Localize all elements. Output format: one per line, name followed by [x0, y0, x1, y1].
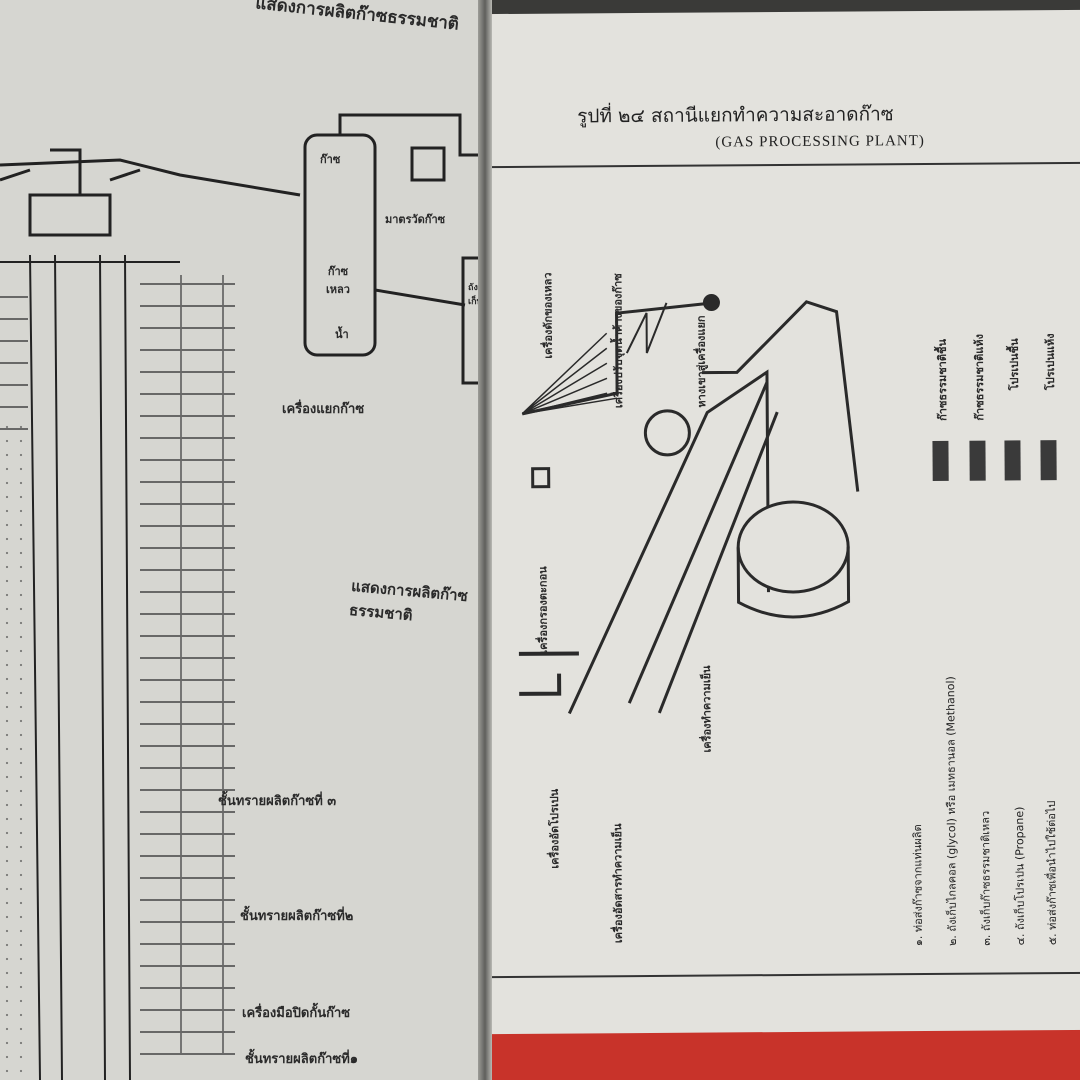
flowline-pipe [0, 158, 301, 197]
label-contactor: เครื่องปรับจุดน้ำค้างของก๊าซ [611, 273, 626, 409]
label-slug-catcher: เครื่องดักของเหลว [541, 272, 555, 359]
label-cooler: เครื่องทำความเย็น [699, 665, 714, 753]
legend-label: ก๊าซธรรมชาติชื้น [935, 339, 950, 421]
figure-subtitle: (GAS PROCESSING PLANT) [715, 133, 925, 151]
note-item: ๓. ถังเก็บก๊าซธรรมชาติเหลว [979, 810, 993, 946]
legend-swatch [932, 440, 949, 481]
note-item: ๑. ท่อส่งก๊าซจากแท่นผลิต [911, 824, 925, 947]
label-separator: เครื่องแยกก๊าซ [282, 402, 365, 417]
book-gutter [478, 0, 492, 1080]
figure-title: รูปที่ ๒๔ สถานีแยกทำความสะอาดก๊าซ [577, 103, 894, 128]
label-liquid: ก๊าซ เหลว [326, 265, 350, 296]
legend-swatch [1004, 440, 1021, 481]
label-compressor: เครื่องอัดโปรเปน [547, 788, 562, 869]
note-item: ๔. ถังเก็บโปรเปน (Propane) [1012, 806, 1027, 946]
legend-label: โปรเปนแห้ง [1043, 333, 1058, 391]
label-water: น้ำ [335, 328, 349, 341]
title-rule [485, 161, 1080, 169]
label-chiller: เครื่องอัดสารทำความเย็น [611, 823, 625, 944]
bottom-rule [491, 971, 1080, 979]
label-filter: เครื่องกรองตะกอน [536, 566, 550, 654]
rock-strata [140, 275, 235, 1055]
sand-layer [0, 420, 30, 1080]
label-gas: ก๊าซ [320, 153, 341, 166]
label-gas-meter: มาตรวัดก๊าซ [385, 213, 446, 226]
lpg-tank [736, 500, 851, 619]
note-item: ๒. ถังเก็บไกลคอล (glycol) หรือ เมทธานอล … [944, 676, 959, 946]
legend-swatch [969, 440, 986, 481]
well-casing [29, 254, 131, 1080]
label-exchanger: หางเขาสู่เครื่องแยก [694, 315, 709, 408]
rock-strata-left [0, 280, 28, 430]
legend-label: โปรเปนชื้น [1007, 338, 1022, 391]
label-packer: เครื่องมือปิดกั้นก๊าซ [242, 1006, 351, 1021]
slug-catcher [521, 332, 618, 415]
label-layer2: ชั้นทรายผลิตก๊าซที่๒ [240, 909, 354, 924]
gas-plant-diagram [518, 294, 860, 715]
label-storage: ถังเก็บ [468, 283, 483, 307]
left-page: แสดงการผลิตก๊าซธรรมชาติ ก๊าซ มาตรวัดก๊าซ… [0, 0, 490, 1080]
note-item: ๕. ท่อส่งก๊าซเพื่อนำไปใช้ต่อไป [1044, 800, 1059, 946]
glycol-tank [531, 467, 551, 489]
gas-well-diagram [0, 113, 490, 1080]
wellhead [0, 148, 141, 237]
separator-tank [303, 133, 377, 357]
gas-meter [410, 146, 446, 182]
right-page: รูปที่ ๒๔ สถานีแยกทำความสะอาดก๊าซ (GAS P… [484, 9, 1080, 1035]
legend-label: ก๊าซธรรมชาติแห้ง [972, 334, 987, 421]
label-layer3: ชั้นทรายผลิตก๊าซที่ ๓ [218, 794, 337, 809]
label-layer1: ชั้นทรายผลิตก๊าซที่๑ [245, 1052, 359, 1067]
legend-swatch [1040, 440, 1057, 481]
